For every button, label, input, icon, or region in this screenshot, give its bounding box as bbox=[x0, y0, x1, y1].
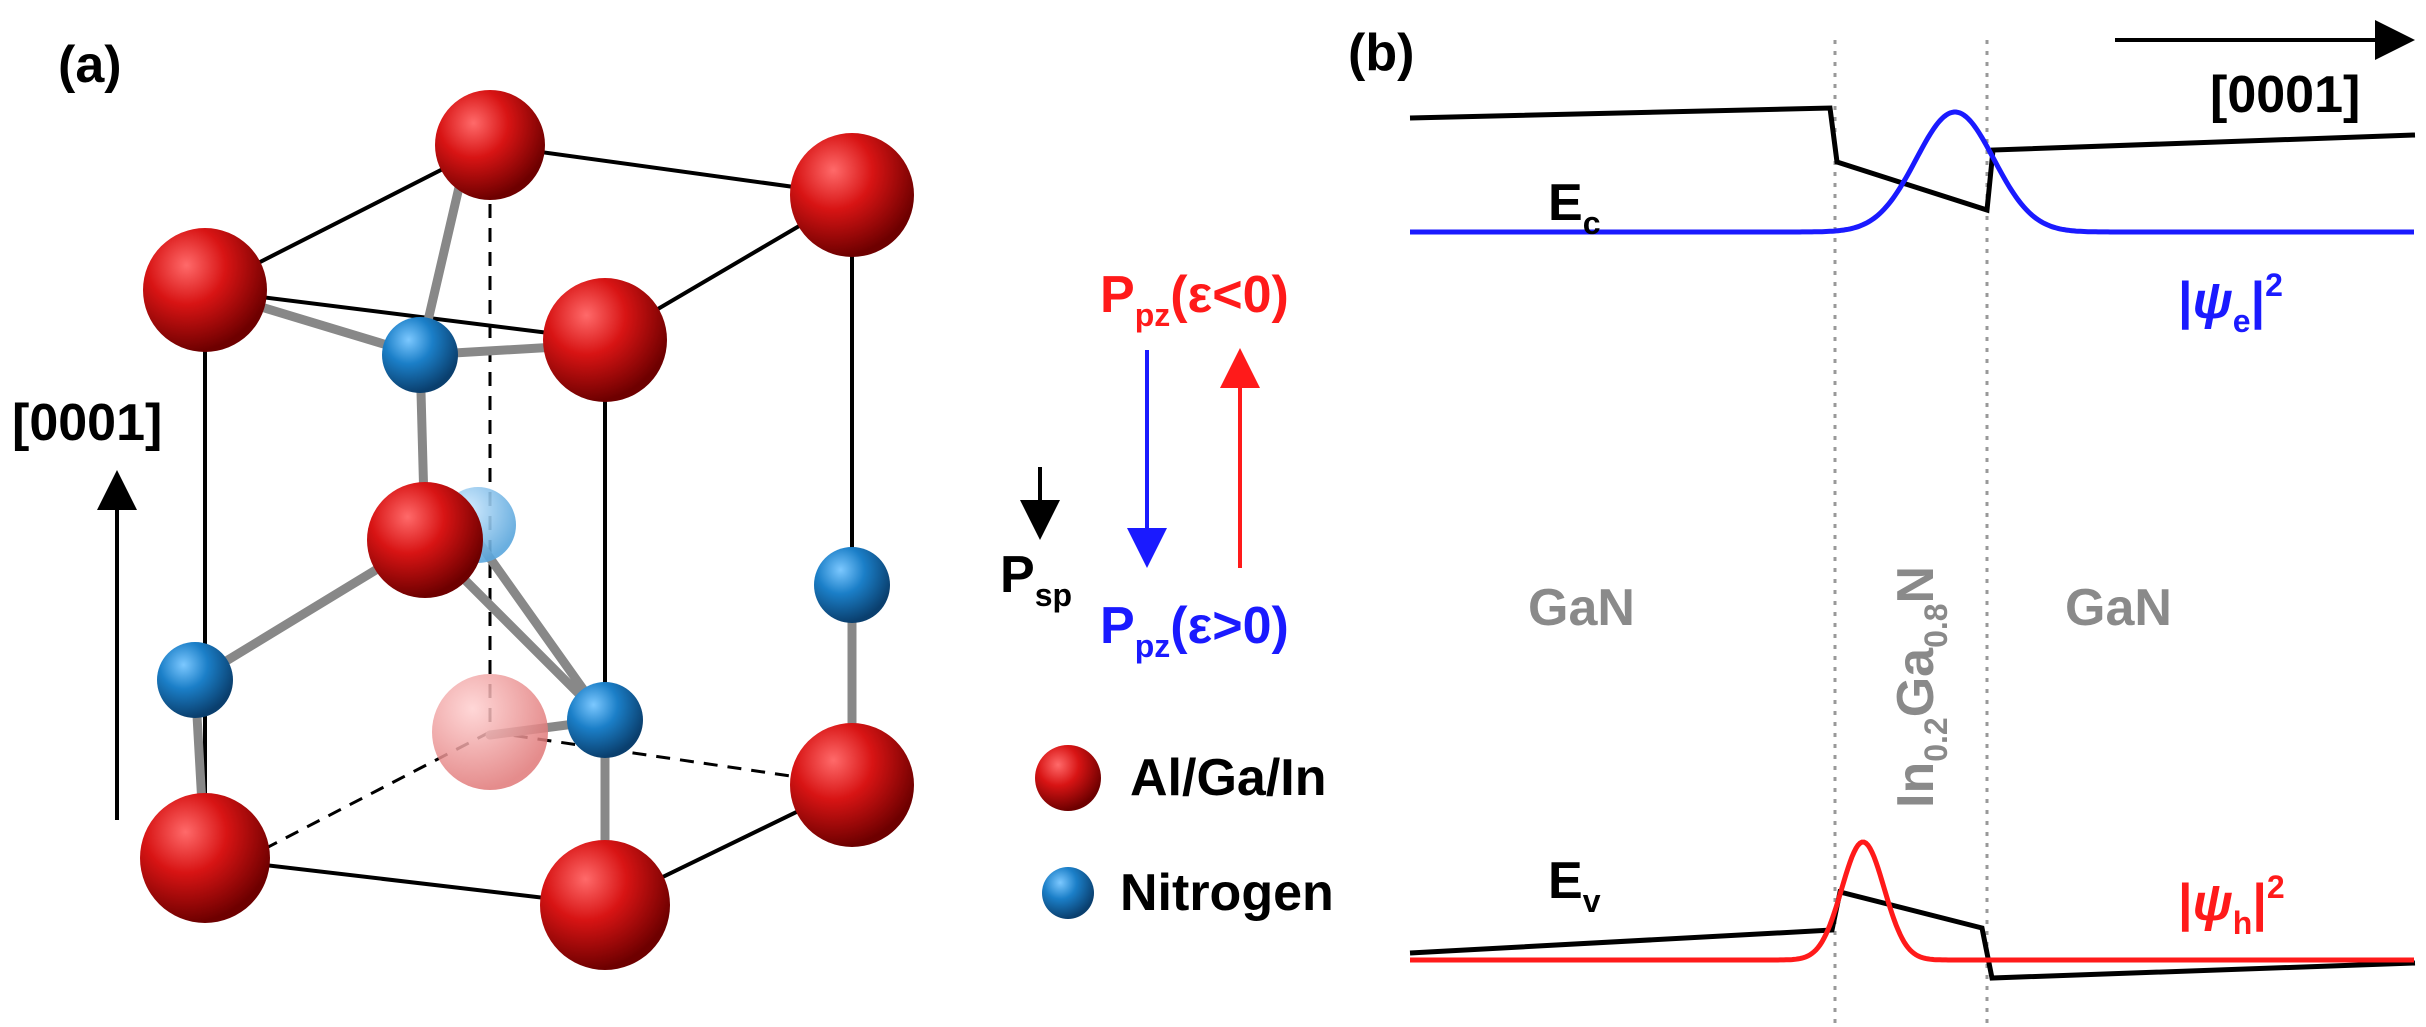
well-region-label: In0.2Ga0.8N bbox=[1887, 566, 1954, 808]
metal-atom bbox=[143, 228, 267, 352]
panel-a-direction-label: [0001] bbox=[12, 394, 162, 452]
electron-wavefunction-curve bbox=[1410, 109, 2414, 235]
ppz-negative-strain-label: Ppz(ε<0) bbox=[1100, 266, 1289, 333]
hole-wavefunction-curve bbox=[1410, 839, 2414, 963]
panel-a-crystal-structure: (a) [0001] bbox=[12, 36, 1334, 970]
metal-atom bbox=[540, 840, 670, 970]
metal-atom bbox=[790, 723, 914, 847]
legend-metal-swatch bbox=[1035, 745, 1101, 811]
hidden-metal-atom bbox=[432, 674, 548, 790]
ppz-positive-strain-label: Ppz(ε>0) bbox=[1100, 597, 1289, 664]
valence-band-edge bbox=[1409, 888, 2416, 981]
hole-wavefunction-label: |ψh|2 bbox=[2178, 869, 2285, 941]
nitrogen-atom bbox=[382, 317, 458, 393]
electron-wavefunction-label: |ψe|2 bbox=[2178, 267, 2283, 339]
right-region-label: GaN bbox=[2065, 579, 2172, 637]
panel-b-band-diagram: (b) [0001] Ec Ev |ψe|2 |ψh|2 GaN GaN In0… bbox=[1348, 20, 2416, 1027]
nitrogen-atom bbox=[567, 682, 643, 758]
legend-nitrogen-label: Nitrogen bbox=[1120, 864, 1334, 922]
metal-atom bbox=[435, 90, 545, 200]
panel-b-direction-label: [0001] bbox=[2210, 66, 2360, 124]
metal-atom bbox=[367, 482, 483, 598]
psp-label: Psp bbox=[1000, 546, 1072, 613]
metal-atom bbox=[790, 133, 914, 257]
nitrogen-atom bbox=[814, 547, 890, 623]
conduction-band-edge bbox=[1409, 105, 2416, 214]
legend-nitrogen-swatch bbox=[1042, 867, 1094, 919]
hidden-edges bbox=[246, 180, 853, 860]
metal-atom bbox=[140, 793, 270, 923]
metal-atom bbox=[543, 278, 667, 402]
nitrogen-atom bbox=[157, 642, 233, 718]
unit-cell-edges bbox=[203, 143, 854, 907]
legend-metal-label: Al/Ga/In bbox=[1130, 749, 1326, 807]
conduction-band-label: Ec bbox=[1548, 174, 1600, 241]
left-region-label: GaN bbox=[1528, 579, 1635, 637]
valence-band-label: Ev bbox=[1548, 852, 1601, 919]
panel-a-label: (a) bbox=[58, 36, 122, 94]
panel-b-label: (b) bbox=[1348, 24, 1414, 82]
